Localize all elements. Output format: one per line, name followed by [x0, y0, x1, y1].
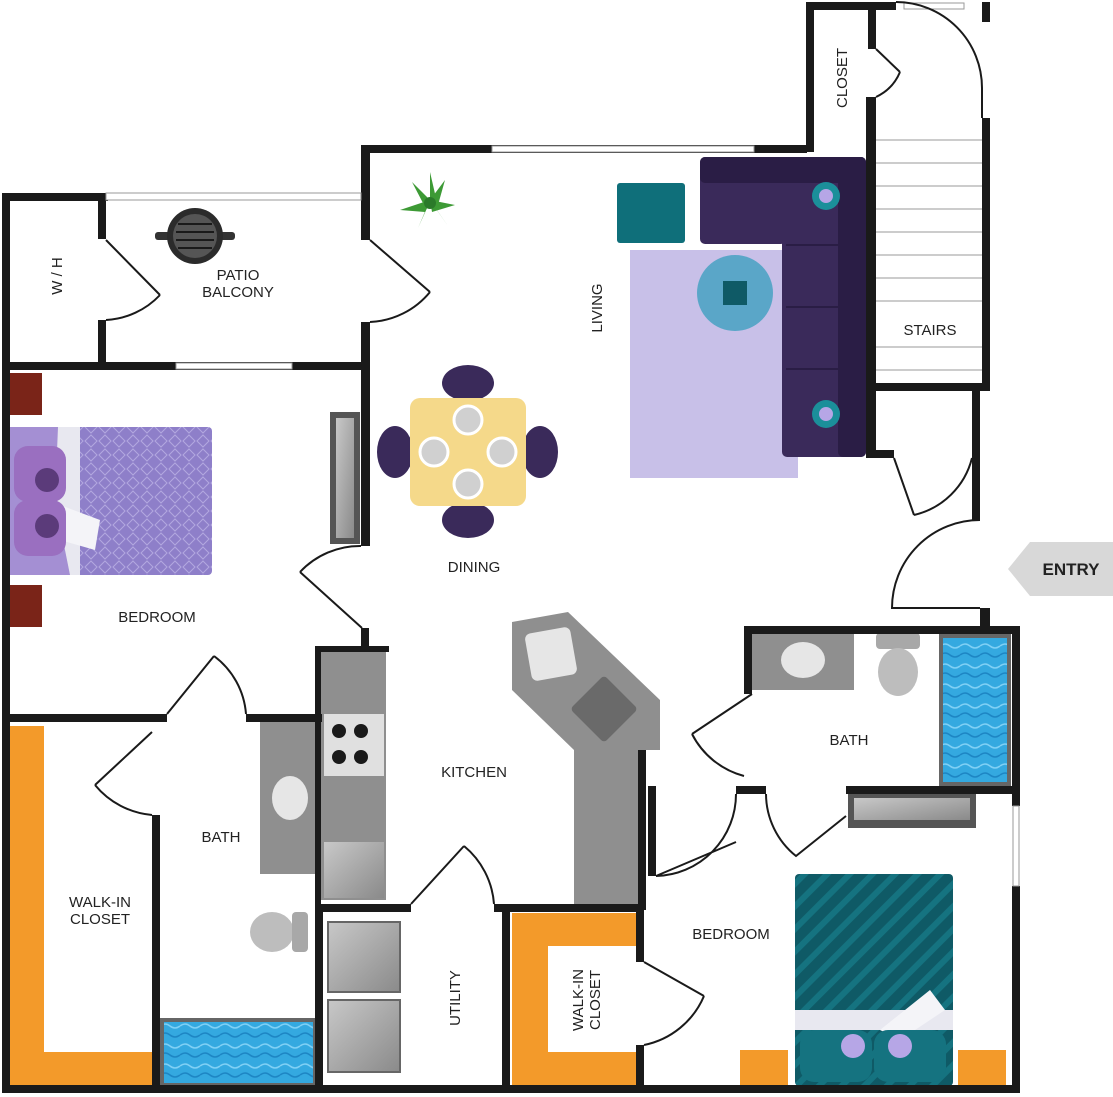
toilet-right-icon — [876, 633, 920, 696]
grill-icon — [155, 208, 235, 264]
bath-left-label: BATH — [202, 829, 241, 846]
dresser-left — [330, 412, 360, 544]
entry-label: ENTRY — [1043, 560, 1101, 579]
walkin-left-label-line2: CLOSET — [70, 911, 130, 928]
kitchen-island — [512, 612, 660, 904]
walkin-left-label: WALK-IN — [69, 894, 131, 911]
walkin-right-label-line2: CLOSET — [587, 970, 604, 1030]
stairs-label: STAIRS — [903, 322, 956, 339]
patio-label-line2: BALCONY — [202, 284, 274, 301]
patio-label: PATIO — [217, 267, 260, 284]
washer — [327, 921, 401, 993]
entry-arrow-icon — [1008, 542, 1113, 596]
kitchen-counter-left — [320, 650, 386, 900]
kitchen-label: KITCHEN — [441, 764, 507, 781]
wh-label: W / H — [49, 257, 66, 295]
bedroom-right-label: BEDROOM — [692, 926, 770, 943]
bedroom-left-label: BEDROOM — [118, 609, 196, 626]
vanity-right — [752, 633, 854, 690]
window-bedroom-left — [175, 362, 293, 370]
walkin-closet-shelf-right — [512, 913, 636, 1087]
window-closet — [903, 2, 965, 10]
ottoman — [617, 183, 685, 243]
bed-left — [10, 427, 212, 575]
bath-right-label: BATH — [830, 732, 869, 749]
closet-top-label: CLOSET — [834, 48, 851, 108]
bathtub-left — [160, 1018, 317, 1087]
doors — [94, 1, 983, 1046]
dryer — [327, 999, 401, 1073]
dining-table — [377, 365, 558, 538]
sofa — [700, 157, 866, 457]
bathtub-right — [939, 634, 1011, 786]
dining-label: DINING — [448, 559, 501, 576]
window-bedroom-right — [1012, 805, 1020, 887]
plant-icon — [400, 172, 455, 228]
dresser-right — [848, 792, 976, 828]
nightstand-left-bottom — [10, 585, 42, 627]
coffee-table — [697, 255, 773, 331]
vanity-left — [260, 722, 318, 874]
window-living — [491, 145, 755, 153]
nightstand-left-top — [10, 373, 42, 415]
stairs — [876, 139, 984, 371]
living-label: LIVING — [589, 283, 606, 332]
toilet-left-icon — [250, 912, 308, 952]
walkin-closet-shelf-left — [10, 726, 152, 1087]
utility-label: UTILITY — [447, 970, 464, 1026]
bed-right — [795, 874, 953, 1086]
nightstand-right-a — [740, 1050, 788, 1086]
walkin-right-label: WALK-IN — [570, 969, 587, 1031]
window-patio — [105, 192, 362, 201]
nightstand-right-b — [958, 1050, 1006, 1086]
